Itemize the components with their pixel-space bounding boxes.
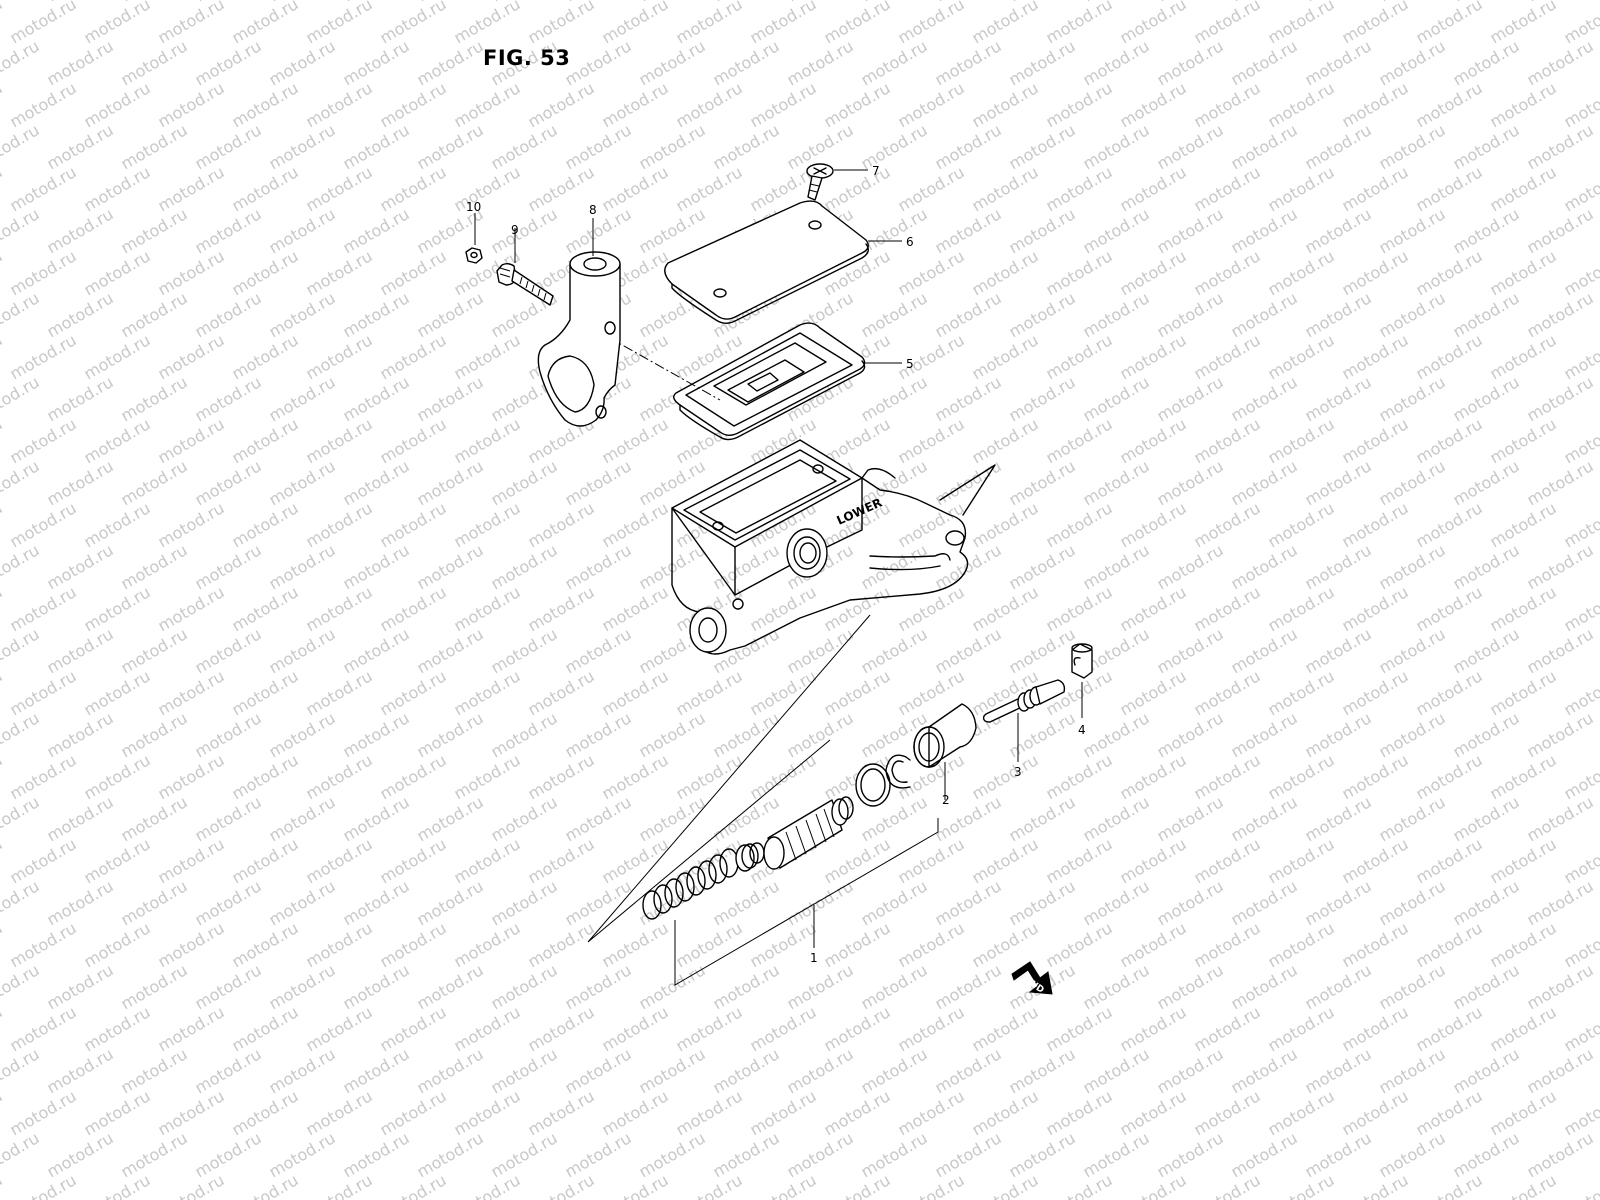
nut-part-10 xyxy=(465,213,483,264)
callout-9: 9 xyxy=(511,223,519,237)
boot-part-2 xyxy=(913,703,977,800)
callout-4: 4 xyxy=(1078,723,1086,737)
callout-3: 3 xyxy=(1014,765,1022,779)
callout-8: 8 xyxy=(589,203,597,217)
callout-6: 6 xyxy=(906,235,914,249)
clamp-part-8 xyxy=(537,218,621,427)
master-cylinder-body: LOWER xyxy=(671,439,996,655)
nut-part-4 xyxy=(1071,643,1093,718)
fwd-direction-arrow: FWD xyxy=(1011,961,1053,996)
reservoir-cap-part-6 xyxy=(664,200,902,324)
diaphragm-part-5 xyxy=(673,322,902,441)
piston xyxy=(763,796,854,870)
callout-7: 7 xyxy=(872,164,880,178)
screw-part-7 xyxy=(806,163,868,201)
callout-1: 1 xyxy=(810,951,818,965)
callout-2: 2 xyxy=(942,793,950,807)
piston-kit-part-1 xyxy=(642,754,939,986)
callout-10: 10 xyxy=(466,200,481,214)
push-rod-part-3 xyxy=(982,679,1066,762)
lower-marking: LOWER xyxy=(835,495,885,527)
primary-cup xyxy=(735,842,765,872)
callout-5: 5 xyxy=(906,357,914,371)
bolt-part-9 xyxy=(496,228,554,306)
